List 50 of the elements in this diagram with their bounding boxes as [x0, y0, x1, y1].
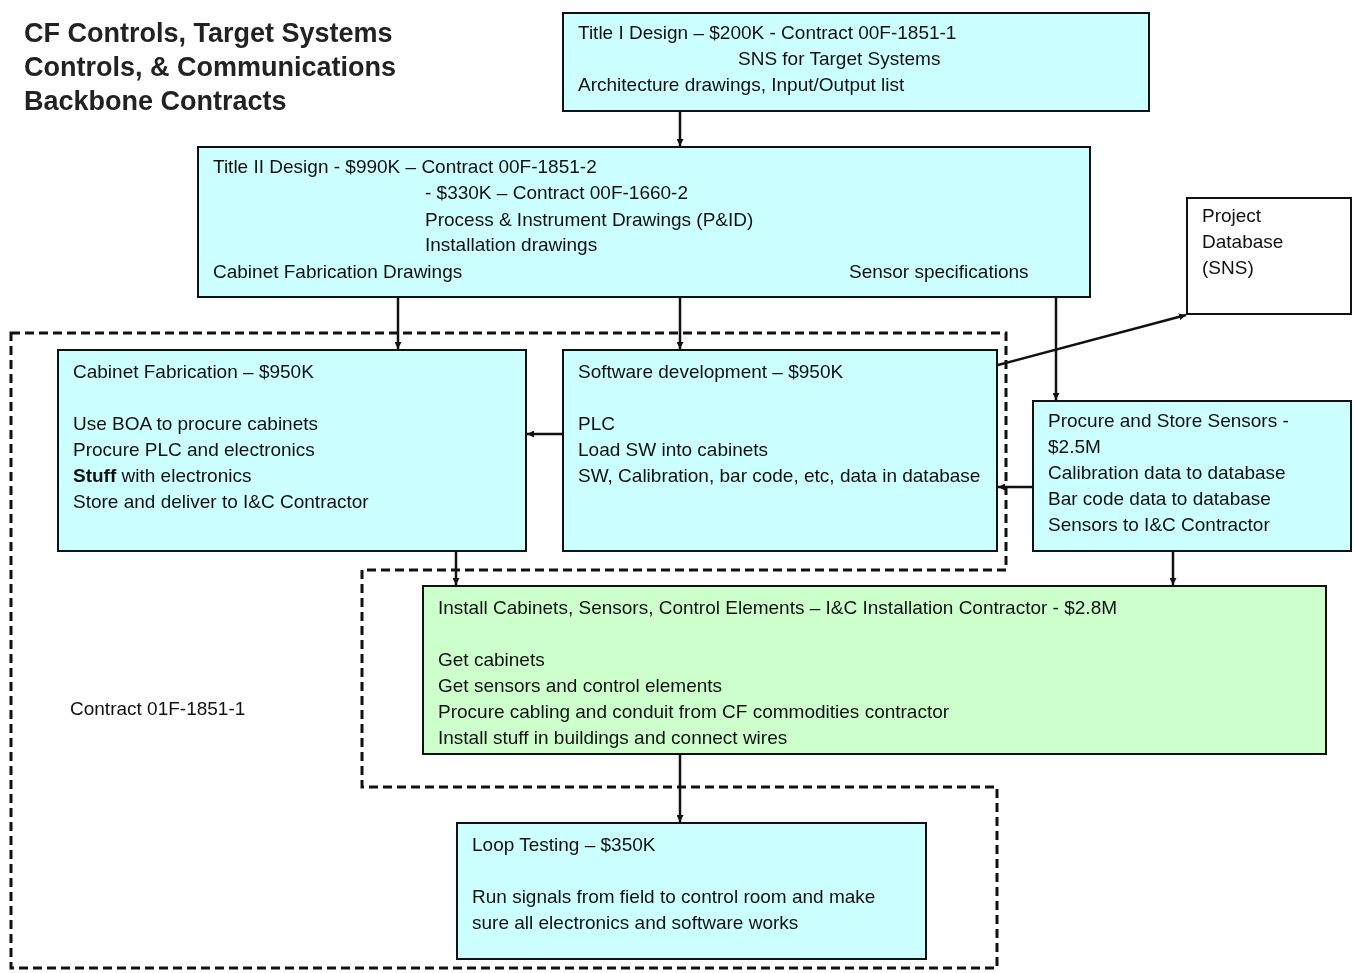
- box-heading: Loop Testing – $350K: [472, 833, 657, 857]
- process-box: [422, 585, 1327, 755]
- box-text: Calibration data to database: [1048, 461, 1287, 485]
- box-text: Get sensors and control elements: [438, 674, 724, 698]
- arrow: [1052, 298, 1060, 400]
- arrow: [676, 755, 684, 822]
- process-box: [1186, 197, 1352, 315]
- box-text: Installation drawings: [425, 233, 598, 257]
- box-text: Procure PLC and electronics: [73, 438, 316, 462]
- box-text: Title I Design – $200K - Contract 00F-1851-1: [578, 21, 957, 45]
- process-box: [57, 349, 527, 552]
- box-heading: Cabinet Fabrication – $950K: [73, 360, 315, 384]
- process-box: [562, 12, 1150, 112]
- arrow: [997, 313, 1187, 367]
- process-box: [197, 146, 1091, 298]
- box-text: Architecture drawings, Input/Output list: [578, 73, 905, 97]
- box-text: Use BOA to procure cabinets: [73, 412, 319, 436]
- box-text: Cabinet Fabrication Drawings: [213, 260, 463, 284]
- box-text: Stuff with electronics: [73, 464, 253, 488]
- box-text: Load SW into cabinets: [578, 438, 770, 462]
- box-text: Run signals from field to control room and make sure all electronics and software works: [472, 885, 877, 935]
- arrow: [527, 430, 562, 438]
- arrow: [1169, 552, 1177, 585]
- box-text: Sensor specifications: [849, 260, 1029, 284]
- box-text: Store and deliver to I&C Contractor: [73, 490, 370, 514]
- box-text: SW, Calibration, bar code, etc, data in database: [578, 464, 982, 488]
- arrow: [676, 298, 684, 349]
- contract-label: Contract 01F-1851-1: [70, 697, 246, 721]
- box-heading: Project Database (SNS): [1202, 204, 1285, 280]
- box-text: Bar code data to database: [1048, 487, 1272, 511]
- box-text: Sensors to I&C Contractor: [1048, 513, 1271, 537]
- arrow: [394, 298, 402, 349]
- box-heading: Install Cabinets, Sensors, Control Elements – I&C Installation Contractor - $2.8M: [438, 596, 1119, 620]
- arrow: [998, 483, 1032, 491]
- box-text: Title II Design - $990K – Contract 00F-1851-2: [213, 155, 597, 179]
- arrow: [676, 112, 684, 146]
- arrow: [452, 552, 460, 585]
- process-box: [456, 822, 927, 960]
- box-text: PLC: [578, 412, 616, 436]
- box-text: - $330K – Contract 00F-1660-2: [425, 181, 688, 205]
- box-text: Install stuff in buildings and connect wires: [438, 726, 789, 750]
- box-text: Procure cabling and conduit from CF commodities contractor: [438, 700, 951, 724]
- box-heading: Procure and Store Sensors - $2.5M: [1048, 409, 1290, 459]
- box-heading: Software development – $950K: [578, 360, 845, 384]
- process-box: [562, 349, 998, 552]
- process-box: [1032, 400, 1352, 552]
- box-text: Process & Instrument Drawings (P&ID): [425, 208, 754, 232]
- box-text: Get cabinets: [438, 648, 546, 672]
- diagram-title: CF Controls, Target Systems Controls, & Communications Backbone Contracts: [24, 17, 397, 118]
- box-text: SNS for Target Systems: [738, 47, 941, 71]
